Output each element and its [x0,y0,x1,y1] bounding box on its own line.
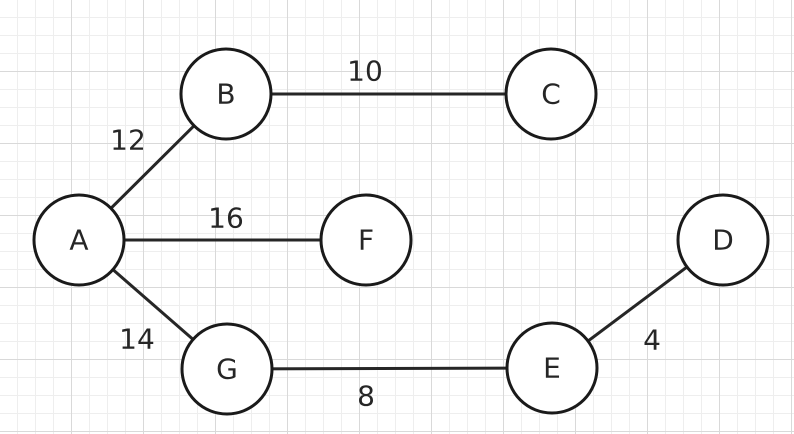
edge-weight-a-g: 14 [119,323,155,356]
edge-weight-a-f: 16 [208,202,244,235]
node-label: B [216,78,235,111]
node-e: E [505,321,599,415]
node-label: A [69,224,88,257]
nodes-layer: A B C F D G E [32,47,770,416]
edge-weight-a-b: 12 [110,124,146,157]
node-circle [504,47,598,141]
node-c: C [504,47,598,141]
node-d: D [676,193,770,287]
node-circle [319,193,413,287]
edge-weight-g-e: 8 [357,380,375,413]
node-b: B [179,47,273,141]
node-label: C [541,78,561,111]
node-label: G [216,353,238,386]
node-circle [32,193,126,287]
node-label: E [543,352,561,385]
node-circle [505,321,599,415]
node-a: A [32,193,126,287]
edge-weight-b-c: 10 [347,55,383,88]
node-circle [180,322,274,416]
node-label: F [358,224,374,257]
edge-labels-layer: 12 10 16 14 8 4 [110,55,661,413]
node-circle [179,47,273,141]
node-f: F [319,193,413,287]
node-label: D [712,224,734,257]
node-g: G [180,322,274,416]
edge-weight-e-d: 4 [643,324,661,357]
edge-g-e [226,366,553,371]
node-circle [676,193,770,287]
